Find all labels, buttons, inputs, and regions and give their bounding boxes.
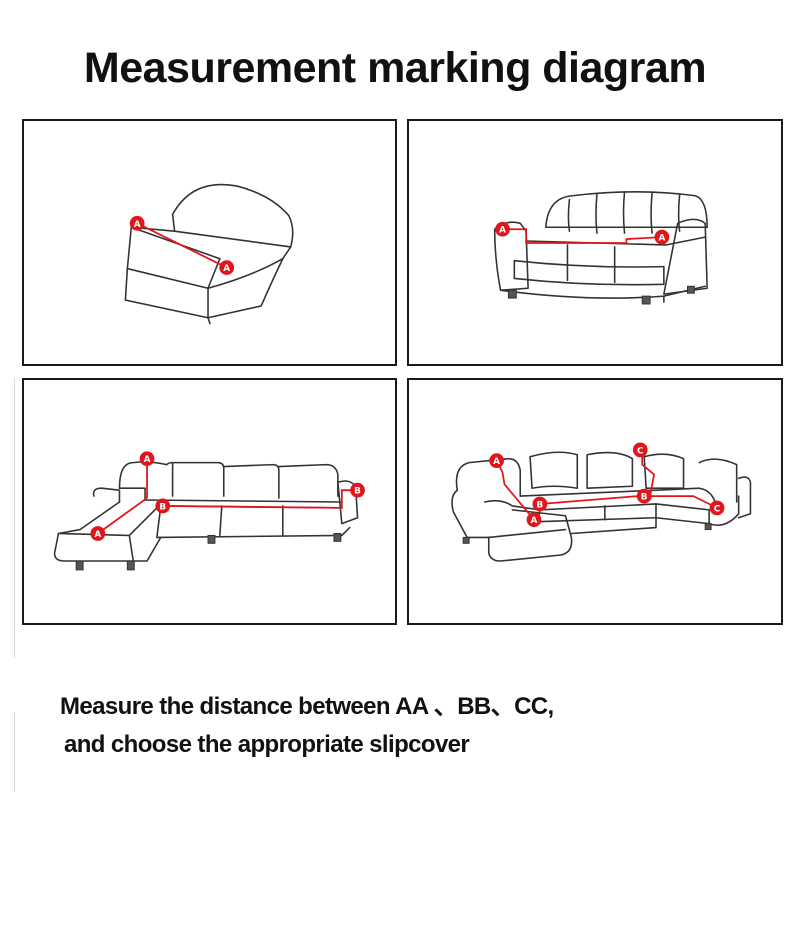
marker-a-top: A — [489, 453, 504, 469]
left-edge-line-lower — [14, 712, 15, 792]
svg-text:A: A — [223, 264, 230, 274]
marker-b-right: B — [350, 482, 365, 498]
panel-armed-sofa: A A — [407, 119, 783, 366]
svg-text:A: A — [134, 220, 141, 230]
svg-text:A: A — [144, 455, 151, 465]
marker-a-right: A — [219, 260, 235, 275]
svg-text:B: B — [641, 493, 648, 503]
svg-text:A: A — [94, 530, 101, 540]
left-edge-line — [14, 378, 15, 658]
svg-text:A: A — [499, 226, 506, 236]
svg-text:B: B — [159, 502, 166, 512]
marker-c-top: C — [632, 442, 648, 458]
svg-text:B: B — [537, 500, 544, 510]
panel-armless-sofa: A A — [22, 119, 397, 366]
instruction-line-2: and choose the appropriate slipcover — [64, 731, 470, 758]
marker-b-right: B — [636, 488, 652, 504]
svg-text:C: C — [637, 446, 644, 456]
marker-a-left: A — [495, 221, 510, 237]
marker-a-right: A — [654, 229, 670, 245]
svg-text:A: A — [658, 234, 665, 244]
marker-b-left: B — [532, 496, 548, 512]
marker-b-left: B — [155, 498, 171, 514]
l-sectional-illustration: A A B B — [53, 451, 365, 571]
marker-c-right: C — [709, 500, 725, 516]
armless-sofa-illustration: A A — [124, 183, 294, 325]
page-title: Measurement marking diagram — [83, 44, 707, 92]
svg-text:A: A — [531, 516, 538, 526]
instruction-line-1: Measure the distance between AA 、BB、CC, — [60, 693, 554, 720]
panel-l-sectional: A A B B — [22, 378, 397, 625]
svg-text:C: C — [714, 504, 721, 514]
panel-u-sectional: A A B B C C — [407, 378, 783, 625]
armed-sofa-illustration: A A — [493, 191, 708, 305]
marker-a-bottom: A — [90, 526, 106, 541]
u-sectional-illustration: A A B B C C — [451, 442, 752, 562]
marker-a-top: A — [139, 451, 155, 467]
svg-text:A: A — [493, 457, 500, 467]
marker-a-left: A — [129, 215, 145, 231]
svg-text:B: B — [354, 487, 361, 497]
marker-a-bottom: A — [526, 512, 542, 528]
